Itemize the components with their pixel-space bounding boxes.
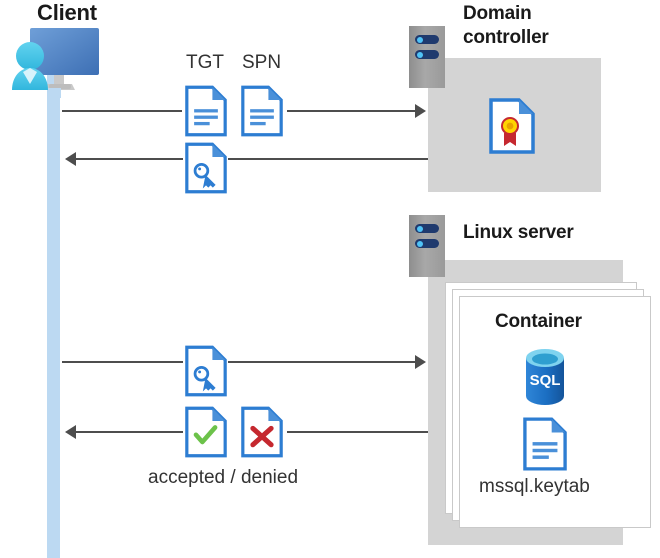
tgt-label: TGT: [186, 52, 224, 73]
spn-document-lines-icon: [241, 85, 283, 137]
client-lifeline: [47, 62, 60, 558]
message-line-3-left: [62, 361, 183, 363]
certificate-document-icon: [489, 98, 535, 154]
rack-led-icon: [417, 240, 423, 247]
sql-database-icon: SQL: [521, 349, 569, 405]
accepted-check-document-icon: [185, 406, 227, 458]
arrowhead-right-1: [415, 104, 426, 118]
rack-led-icon: [417, 225, 423, 232]
message-line-2-right: [228, 158, 428, 160]
service-ticket-key-document-icon: [185, 142, 227, 194]
rack-bar: [415, 50, 439, 59]
domain-controller-server-rack-icon: [409, 26, 445, 88]
rack-bar: [415, 239, 439, 248]
svg-text:SQL: SQL: [530, 372, 561, 389]
rack-bar: [415, 35, 439, 44]
container-card-front: [459, 296, 651, 528]
arrowhead-left-4: [65, 425, 76, 439]
linux-server-rack-icon: [409, 215, 445, 277]
message-line-4-left: [76, 431, 183, 433]
keytab-document-lines-icon: [523, 417, 567, 471]
present-ticket-key-document-icon: [185, 345, 227, 397]
denied-cross-document-icon: [241, 406, 283, 458]
arrowhead-left-2: [65, 152, 76, 166]
rack-led-icon: [417, 51, 423, 58]
tgt-document-lines-icon: [185, 85, 227, 137]
domain-controller-title: Domain controller: [463, 3, 549, 48]
message-line-1-left: [62, 110, 182, 112]
message-line-4-right: [287, 431, 428, 433]
accepted-denied-caption: accepted / denied: [148, 467, 299, 488]
linux-server-title: Linux server: [463, 222, 574, 243]
rack-bar: [415, 224, 439, 233]
container-title: Container: [495, 311, 582, 332]
message-line-1-right: [287, 110, 416, 112]
keytab-filename-label: mssql.keytab: [479, 476, 590, 497]
client-title: Client: [37, 0, 97, 25]
rack-led-icon: [417, 36, 423, 43]
computer-user-icon: [8, 22, 104, 98]
message-line-2-left: [76, 158, 183, 160]
message-line-3-right: [228, 361, 416, 363]
arrowhead-right-3: [415, 355, 426, 369]
spn-label: SPN: [242, 52, 282, 73]
